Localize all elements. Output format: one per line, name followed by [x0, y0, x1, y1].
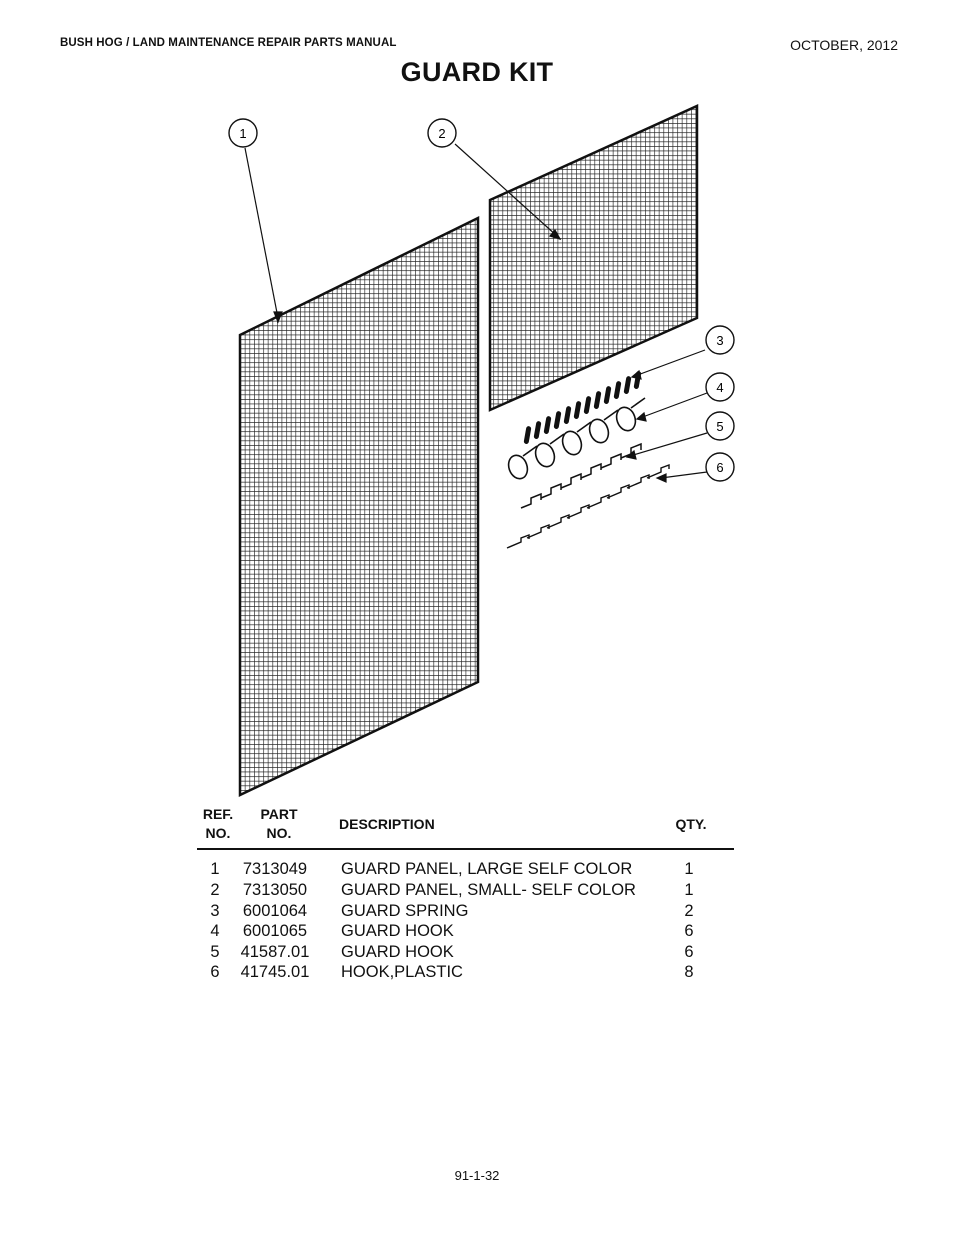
callout-6: 6 [705, 452, 735, 482]
manual-title: BUSH HOG / LAND MAINTENANCE REPAIR PARTS… [60, 37, 397, 49]
callout-1: 1 [228, 118, 258, 148]
svg-text:2: 2 [438, 126, 445, 141]
header-description: DESCRIPTION [339, 816, 435, 832]
manual-date: OCTOBER, 2012 [790, 37, 898, 53]
page-title: GUARD KIT [400, 57, 554, 87]
callout-leaders [244, 143, 708, 483]
guard-hooks-loops [507, 397, 646, 480]
small-guard-panel [488, 104, 699, 412]
guard-kit-diagram: 1 2 3 4 5 6 [228, 104, 735, 797]
svg-text:4: 4 [716, 380, 723, 395]
header-rule [197, 848, 734, 850]
table-row: 3 6001064 GUARD SPRING 2 [210, 902, 694, 920]
callout-4: 4 [705, 372, 735, 402]
table-row: 5 41587.01 GUARD HOOK 6 [210, 943, 694, 961]
callout-2: 2 [427, 118, 457, 148]
svg-text:5: 5 [716, 419, 723, 434]
header-ref-no: REF. NO. [202, 806, 234, 841]
plastic-hooks [506, 463, 670, 549]
callout-5: 5 [705, 411, 735, 441]
table-row: 1 7313049 GUARD PANEL, LARGE SELF COLOR … [210, 860, 694, 878]
table-row: 2 7313050 GUARD PANEL, SMALL- SELF COLOR… [210, 881, 694, 899]
svg-text:1: 1 [239, 126, 246, 141]
large-guard-panel [238, 215, 480, 797]
guard-hooks-clips [520, 442, 642, 509]
callout-3: 3 [705, 325, 735, 355]
header-part-no: PART NO. [260, 806, 298, 841]
table-row: 4 6001065 GUARD HOOK 6 [210, 922, 694, 940]
svg-text:3: 3 [716, 333, 723, 348]
svg-text:6: 6 [716, 460, 723, 475]
header-qty: QTY. [675, 816, 707, 832]
page-number: 91-1-32 [454, 1168, 500, 1183]
table-row: 6 41745.01 HOOK,PLASTIC 8 [210, 963, 694, 981]
